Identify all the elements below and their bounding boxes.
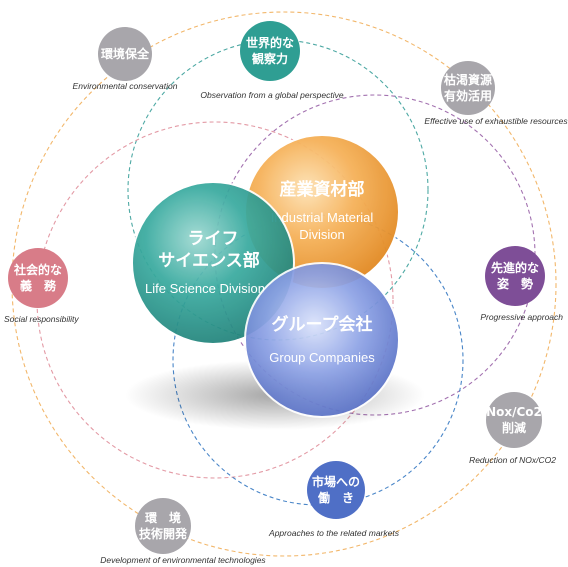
node-label: 環境保全 — [101, 46, 150, 61]
industrial-en-line2: Division — [299, 227, 345, 242]
node-progressive-approach: 先進的な 姿 勢 Progressive approach — [480, 246, 563, 322]
node-label-line2: 姿 勢 — [497, 276, 533, 291]
node-global-observation: 世界的な 観察力 Observation from a global persp… — [200, 21, 344, 100]
industrial-jp: 産業資材部 — [280, 179, 365, 200]
node-circle — [486, 392, 542, 448]
node-label-line2: 有効活用 — [444, 88, 492, 103]
node-environmental-tech: 環 境 技術開発 Development of environmental te… — [100, 498, 266, 565]
node-label-line1: 市場への — [312, 474, 360, 489]
node-label-line2: 技術開発 — [139, 526, 188, 541]
node-label-line1: 社会的な — [13, 262, 62, 277]
node-circle — [485, 246, 545, 306]
node-circle — [8, 248, 68, 308]
group-companies: グループ会社 Group Companies — [244, 262, 400, 418]
node-label-line2: 働 き — [317, 490, 354, 505]
group-en: Group Companies — [269, 350, 375, 365]
node-circle — [307, 461, 365, 519]
life-jp-line2: サイエンス部 — [158, 250, 260, 271]
ring-global — [127, 39, 429, 341]
group-jp: グループ会社 — [272, 314, 373, 335]
node-environmental-conservation: 環境保全 Environmental conservation — [73, 27, 178, 91]
node-label-line2: 義 務 — [20, 278, 57, 293]
node-label-line1: Nox/Co2 — [486, 405, 542, 419]
node-label-line2: 削減 — [502, 420, 526, 435]
node-caption: Social responsibility — [4, 314, 79, 324]
group-sphere — [244, 262, 400, 418]
node-label-line1: 先進的な — [491, 260, 539, 275]
node-nox-co2: Nox/Co2 削減 Reduction of NOx/CO2 — [469, 392, 556, 465]
node-label-line1: 環 境 — [145, 510, 181, 525]
industrial-en-line1: Industrial Material — [271, 210, 374, 225]
life-jp-line1: ライフ — [188, 229, 239, 249]
node-label-line1: 世界的な — [246, 35, 294, 50]
node-caption: Observation from a global perspective — [200, 90, 343, 100]
node-circle — [240, 21, 300, 81]
node-caption: Reduction of NOx/CO2 — [469, 455, 556, 465]
node-caption: Environmental conservation — [73, 81, 178, 91]
node-label-line2: 観察力 — [252, 51, 288, 66]
ring-social — [36, 121, 394, 479]
life-en: Life Science Division — [145, 281, 265, 296]
node-social-responsibility: 社会的な 義 務 Social responsibility — [4, 248, 79, 324]
node-exhaustible-resources: 枯渇資源 有効活用 Effective use of exhaustible r… — [424, 61, 568, 126]
node-circle — [135, 498, 191, 554]
node-label-line1: 枯渇資源 — [444, 72, 492, 87]
node-circle — [441, 61, 495, 115]
node-caption: Progressive approach — [480, 312, 563, 322]
node-caption: Approaches to the related markets — [268, 528, 400, 538]
node-circle — [98, 27, 152, 81]
node-caption: Development of environmental technologie… — [100, 555, 266, 565]
node-caption: Effective use of exhaustible resources — [424, 116, 568, 126]
node-related-markets: 市場への 働 き Approaches to the related marke… — [268, 461, 400, 538]
